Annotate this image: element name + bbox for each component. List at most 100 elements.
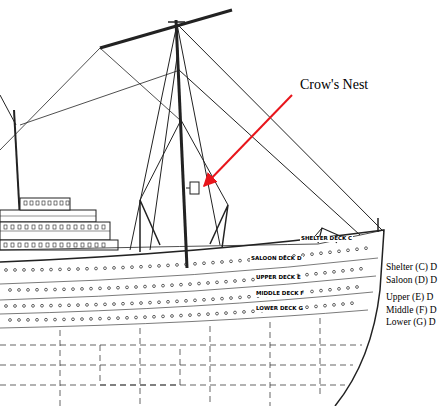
porthole: [239, 259, 242, 262]
porthole: [212, 298, 215, 301]
porthole: [198, 313, 201, 316]
porthole: [216, 312, 219, 315]
window: [42, 201, 45, 205]
derrick-rope: [181, 120, 228, 205]
porthole: [230, 297, 233, 300]
leader-arrow: [204, 95, 292, 186]
rigging: [100, 48, 180, 120]
porthole: [360, 267, 363, 270]
porthole: [320, 289, 323, 292]
porthole: [95, 303, 98, 306]
porthole: [81, 288, 84, 291]
porthole: [95, 267, 98, 270]
window: [60, 225, 63, 229]
deck-name: SALOON DECK D: [250, 256, 303, 262]
bulkhead: [270, 322, 271, 406]
shroud: [177, 24, 220, 245]
porthole: [234, 280, 237, 283]
porthole: [333, 270, 336, 273]
deck-line: [0, 292, 373, 314]
porthole: [324, 304, 327, 307]
bulkhead: [320, 318, 321, 395]
porthole: [126, 286, 129, 289]
window: [88, 225, 91, 229]
porthole: [342, 303, 345, 306]
porthole: [140, 265, 143, 268]
porthole: [9, 319, 12, 322]
porthole: [41, 304, 44, 307]
porthole: [239, 296, 242, 299]
window: [54, 201, 57, 205]
porthole: [198, 282, 201, 285]
porthole: [311, 253, 314, 256]
porthole: [153, 285, 156, 288]
porthole: [72, 288, 75, 291]
porthole: [356, 248, 359, 251]
internal-deck: [0, 345, 362, 346]
porthole: [207, 282, 210, 285]
hull-outline: [0, 230, 384, 406]
porthole: [185, 263, 188, 266]
window: [81, 225, 84, 229]
window: [11, 243, 14, 247]
porthole: [171, 315, 174, 318]
porthole: [234, 311, 237, 314]
porthole: [32, 268, 35, 271]
mast-top: [168, 21, 185, 23]
porthole: [212, 261, 215, 264]
forestay: [177, 24, 384, 232]
porthole: [68, 268, 71, 271]
porthole: [131, 266, 134, 269]
porthole: [338, 287, 341, 290]
hold: [100, 345, 180, 385]
bulkhead: [140, 328, 141, 406]
porthole: [180, 283, 183, 286]
porthole: [207, 313, 210, 316]
porthole: [252, 310, 255, 313]
foremast: [176, 20, 187, 268]
window: [24, 201, 27, 205]
porthole: [243, 311, 246, 314]
window: [88, 243, 91, 247]
porthole-rows: [5, 247, 368, 322]
window: [18, 225, 21, 229]
deck-house: [0, 222, 110, 240]
porthole: [347, 287, 350, 290]
porthole: [14, 269, 17, 272]
window: [11, 225, 14, 229]
porthole: [59, 304, 62, 307]
porthole: [351, 302, 354, 305]
porthole: [185, 299, 188, 302]
rigging: [0, 95, 16, 125]
deck-line: [0, 310, 368, 328]
porthole: [122, 302, 125, 305]
porthole: [320, 252, 323, 255]
window: [30, 201, 33, 205]
derrick: [140, 200, 160, 252]
window: [32, 243, 35, 247]
porthole: [113, 303, 116, 306]
porthole: [315, 305, 318, 308]
window: [18, 243, 21, 247]
porthole: [306, 306, 309, 309]
bridge-house: [0, 210, 96, 222]
porthole: [45, 318, 48, 321]
window: [25, 243, 28, 247]
porthole: [225, 312, 228, 315]
porthole: [347, 249, 350, 252]
porthole: [243, 279, 246, 282]
porthole: [122, 266, 125, 269]
porthole: [158, 264, 161, 267]
porthole: [135, 316, 138, 319]
spar: [100, 10, 232, 48]
porthole: [108, 317, 111, 320]
deck-key: Upper (E) D: [386, 293, 433, 303]
porthole: [356, 286, 359, 289]
window: [74, 243, 77, 247]
window-rows: [4, 201, 105, 247]
porthole: [194, 299, 197, 302]
porthole: [180, 314, 183, 317]
window: [53, 243, 56, 247]
porthole: [351, 268, 354, 271]
